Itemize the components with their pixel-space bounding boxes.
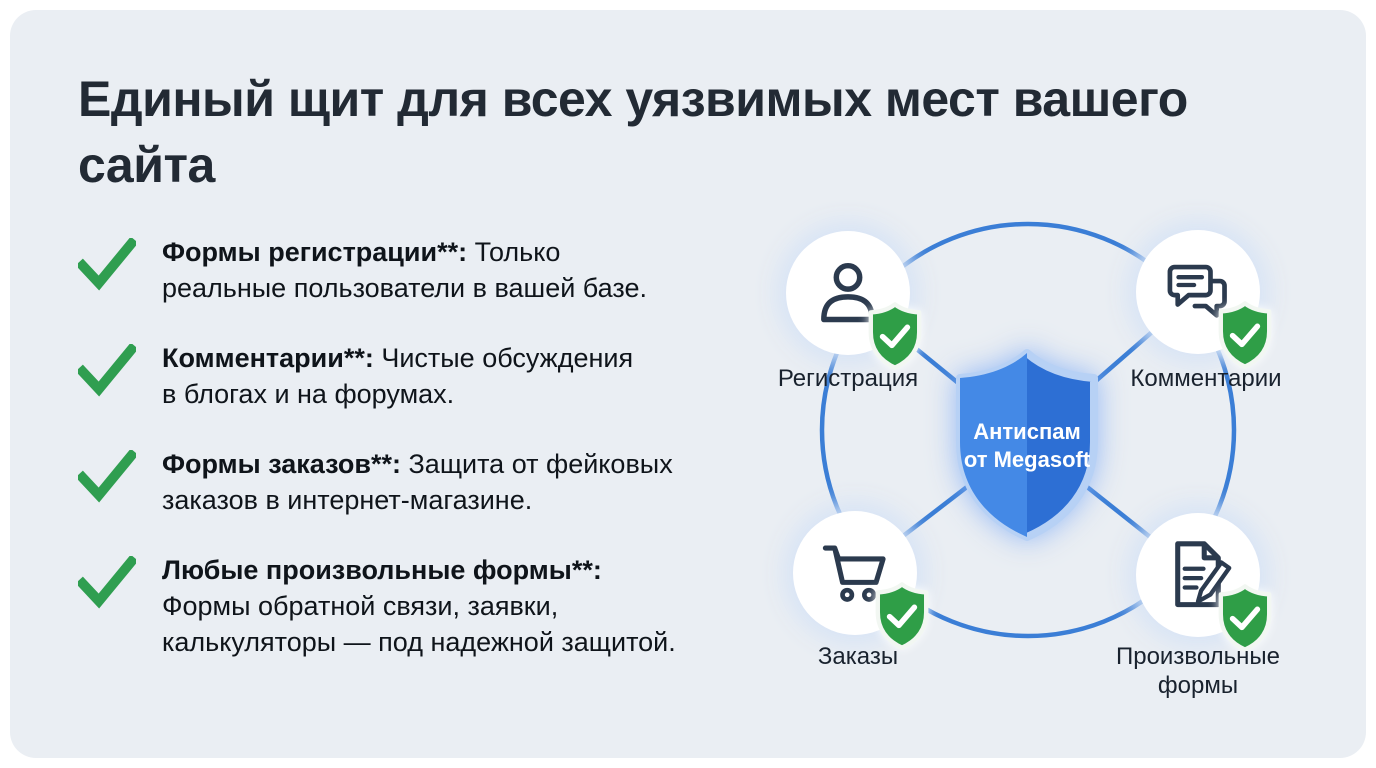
list-item-text: Любые произвольные формы**: Формы обратн… xyxy=(162,552,676,660)
shield-check-badge-icon xyxy=(1218,301,1272,369)
list-item: Формы регистрации**: Только реальные пол… xyxy=(78,234,698,306)
cart-icon xyxy=(822,545,886,602)
shield-check-badge-icon xyxy=(875,582,929,650)
node-label-custom-forms: Произвольные формы xyxy=(1115,643,1280,699)
list-item-desc: Защита от фейковых заказов в интернет-ма… xyxy=(162,449,673,515)
shield-check-badge-icon xyxy=(868,302,922,370)
list-item-desc: Формы обратной связи, заявки, калькулято… xyxy=(162,591,676,657)
list-item-term: Формы заказов**: xyxy=(162,449,401,479)
node-custom-forms xyxy=(1136,513,1272,652)
list-item-text: Формы заказов**: Защита от фейковых зака… xyxy=(162,446,673,518)
list-item-term: Любые произвольные формы**: xyxy=(162,555,602,585)
list-item-desc: Чистые обсуждения в блогах и на форумах. xyxy=(162,343,634,409)
feature-list: Формы регистрации**: Только реальные пол… xyxy=(78,234,698,660)
chat-icon xyxy=(1167,264,1227,318)
list-item: Комментарии**: Чистые обсуждения в блога… xyxy=(78,340,698,412)
shield-label-line2: от Megasoft xyxy=(964,447,1091,472)
shield-label-line1: Антиспам xyxy=(973,419,1081,444)
list-item-term: Комментарии**: xyxy=(162,343,374,373)
node-label-orders: Заказы xyxy=(817,643,899,670)
slide-card: Единый щит для всех уязвимых мест вашего… xyxy=(10,10,1366,758)
checkmark-icon xyxy=(78,556,136,609)
list-item-desc: Только реальные пользователи в вашей баз… xyxy=(162,237,647,303)
list-item-text: Формы регистрации**: Только реальные пол… xyxy=(162,234,647,306)
node-orders xyxy=(793,511,929,650)
node-label-registration: Регистрация xyxy=(777,365,919,392)
checkmark-icon xyxy=(78,344,136,397)
antispam-shield-icon: Антиспам от Megasoft xyxy=(956,349,1098,541)
node-comments xyxy=(1136,230,1272,369)
list-item-text: Комментарии**: Чистые обсуждения в блога… xyxy=(162,340,633,412)
list-item: Любые произвольные формы**: Формы обратн… xyxy=(78,552,698,660)
node-label-comments: Комментарии xyxy=(1130,365,1282,392)
checkmark-icon xyxy=(78,450,136,503)
node-registration xyxy=(786,231,922,370)
list-item-term: Формы регистрации**: xyxy=(162,237,468,267)
shield-check-badge-icon xyxy=(1218,584,1272,652)
page-title: Единый щит для всех уязвимых мест вашего… xyxy=(78,71,1188,193)
list-item: Формы заказов**: Защита от фейковых зака… xyxy=(78,446,698,518)
protection-diagram: Антиспам от Megasoft Регистрация Коммент… xyxy=(745,202,1357,750)
checkmark-icon xyxy=(78,238,136,291)
form-pencil-icon xyxy=(1175,541,1232,608)
